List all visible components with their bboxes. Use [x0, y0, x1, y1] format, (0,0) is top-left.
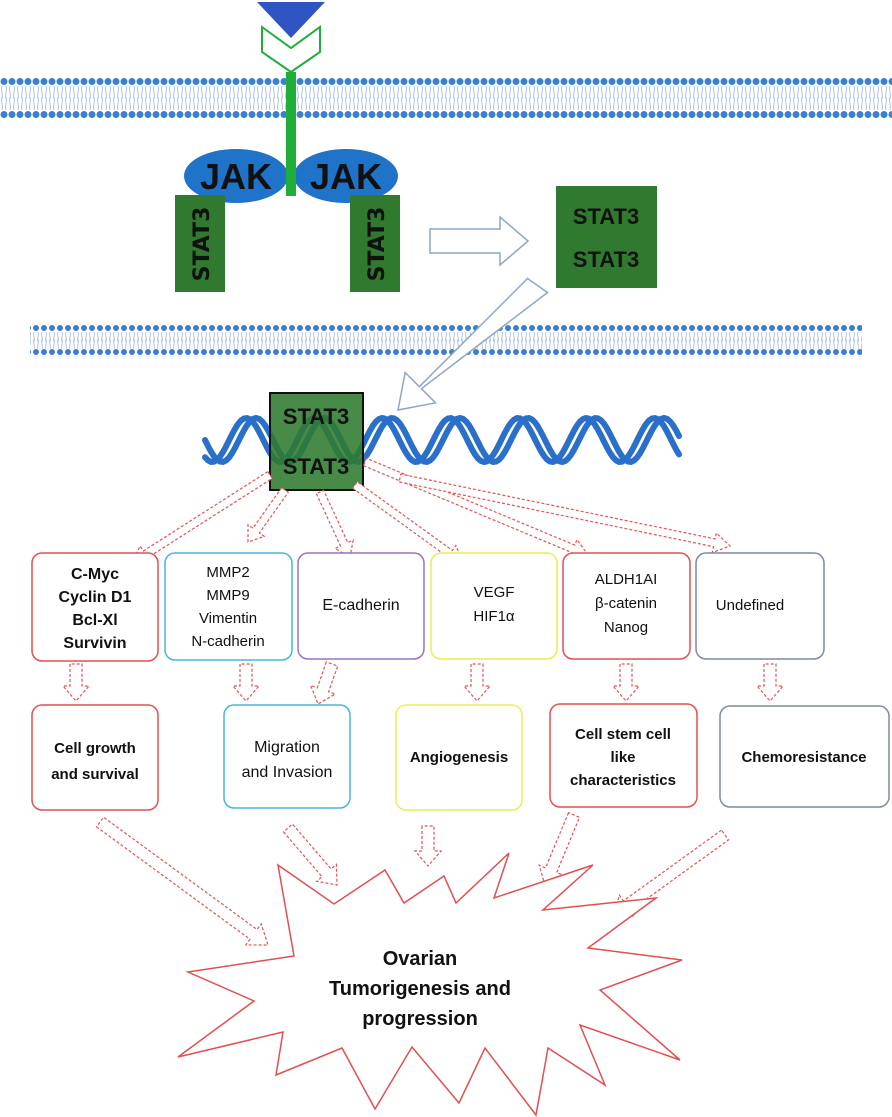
arrow-angiogenesis-to-final — [413, 825, 443, 867]
arrow-e-cadherin-to-migration — [309, 661, 339, 705]
target-box-undefined — [695, 552, 825, 660]
nuclear-membrane — [30, 325, 862, 355]
jak-left — [184, 149, 288, 203]
stat3-right-label: STAT3 — [365, 207, 390, 282]
arrow-migration-to-final — [282, 823, 338, 886]
outcome-starburst — [177, 852, 683, 1117]
target-label-cyclin-d1: Cyclin D1 — [59, 589, 132, 606]
outcome-box-angiogenesis — [395, 704, 523, 811]
target-box-stemness — [562, 552, 691, 660]
target-label-e-cadherin: E-cadherin — [322, 597, 399, 614]
stat3-dimer-line2: STAT3 — [573, 247, 639, 272]
stat3-left — [175, 195, 225, 292]
jak-left-label: JAK — [200, 156, 272, 197]
target-label-mmp9: MMP9 — [206, 587, 249, 604]
stat3-dimer-cytoplasm: STAT3 STAT3 — [556, 186, 657, 288]
cell-membrane — [0, 78, 892, 118]
outcome-label-migration-1: Migration — [254, 739, 320, 756]
receptor-stalk-front — [286, 150, 296, 196]
arrow-to-proliferation-genes — [131, 470, 274, 564]
arrow-to-undefined — [398, 473, 732, 554]
outcome-label-migration-2: and Invasion — [242, 764, 333, 781]
arrow-to-invasion-genes — [247, 486, 290, 543]
stat3-right — [350, 195, 400, 292]
receptor-complex: JAK JAK STAT3 STAT3 — [175, 2, 400, 292]
arrow-to-chemoresistance — [755, 663, 785, 702]
final-outcome: Ovarian Tumorigenesis and progression — [177, 852, 683, 1117]
jak-right — [294, 149, 398, 203]
stat3-nuclear-line1: STAT3 — [283, 404, 349, 429]
target-box-angiogenesis — [430, 552, 558, 660]
arrow-to-angiogenesis — [462, 663, 492, 702]
outcome-label-chemoresistance: Chemoresistance — [741, 749, 866, 766]
stat3-left-label: STAT3 — [190, 207, 215, 282]
outcome-label-stemness-1: Cell stem cell — [575, 726, 671, 743]
arrow-chemoresistance-to-final — [613, 829, 730, 917]
receptor-chevron — [261, 25, 321, 74]
target-box-e-cadherin — [297, 552, 425, 660]
final-label-1: Ovarian — [383, 948, 457, 970]
target-label-c-myc: C-Myc — [71, 566, 119, 583]
outcome-box-stemness — [549, 703, 698, 808]
target-gene-boxes: C-Myc Cyclin D1 Bcl-Xl Survivin MMP2 MMP… — [31, 552, 825, 662]
ligand-triangle — [257, 2, 325, 38]
outcome-label-angiogenesis: Angiogenesis — [410, 749, 508, 766]
stat3-dimer-box — [556, 186, 657, 288]
final-label-2: Tumorigenesis and — [329, 978, 511, 1000]
jak-right-label: JAK — [310, 156, 382, 197]
outcome-box-migration — [223, 704, 351, 809]
target-label-undefined: Undefined — [716, 597, 784, 614]
target-label-bcl-xl: Bcl-Xl — [72, 612, 117, 629]
arrow-growth-to-final — [95, 816, 269, 946]
target-label-vegf: VEGF — [474, 584, 515, 601]
stat3-nuclear-line2: STAT3 — [283, 454, 349, 479]
target-label-survivin: Survivin — [63, 635, 126, 652]
stat3-nuclear-box — [269, 392, 364, 491]
outcome-label-stemness-2: like — [610, 749, 635, 766]
target-label-nanog: Nanog — [604, 619, 648, 636]
target-box-invasion — [164, 552, 293, 661]
target-label-aldh1ai: ALDH1AI — [595, 571, 658, 588]
outcome-label-stemness-3: characteristics — [570, 772, 676, 789]
receptor-stalk — [286, 72, 296, 196]
target-label-beta-catenin: β-catenin — [595, 595, 657, 612]
outcome-box-chemoresistance — [719, 705, 890, 808]
arrow-to-e-cadherin — [315, 489, 355, 558]
stat3-dimer-line1: STAT3 — [573, 204, 639, 229]
stat3-dimer-nucleus: STAT3 STAT3 — [269, 392, 364, 491]
target-label-n-cadherin: N-cadherin — [191, 633, 264, 650]
outcome-boxes: Cell growth and survival Migration and I… — [31, 703, 890, 811]
outcome-box-growth — [31, 704, 159, 811]
target-label-hif1a: HIF1α — [473, 608, 515, 625]
outcome-label-growth-1: Cell growth — [54, 740, 136, 757]
final-label-3: progression — [362, 1008, 478, 1030]
target-label-mmp2: MMP2 — [206, 564, 249, 581]
target-label-vimentin: Vimentin — [199, 610, 257, 627]
dimerization-arrow — [429, 215, 530, 267]
arrow-to-cell-growth — [61, 663, 91, 702]
dashed-arrows — [61, 457, 785, 946]
outcome-label-growth-2: and survival — [51, 766, 139, 783]
target-box-proliferation — [31, 552, 159, 662]
arrow-to-migration — [231, 663, 261, 702]
translocation-arrow — [397, 277, 549, 411]
arrow-to-stemness — [611, 663, 641, 702]
